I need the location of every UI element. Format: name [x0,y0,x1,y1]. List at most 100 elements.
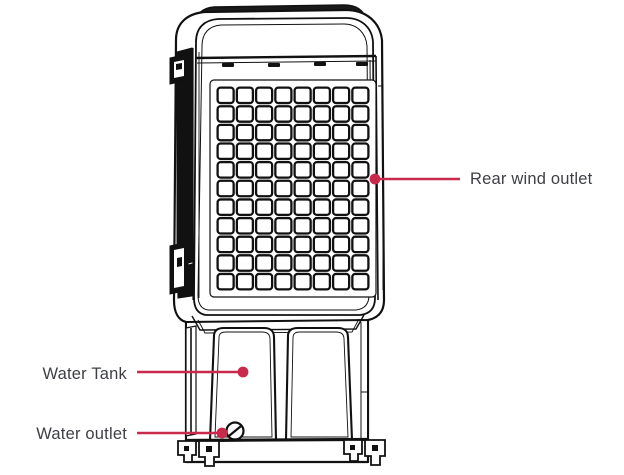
callout-label-rear-wind-outlet: Rear wind outlet [470,170,593,188]
grille-cell [331,123,351,142]
grille-cell [254,142,274,161]
side-panel [176,47,193,267]
grille-cell [312,198,332,217]
grille-cell [351,123,370,142]
grille-cell [293,179,312,198]
grille-cell [351,142,370,161]
grille-cell [235,254,255,272]
grille-cell [274,272,293,291]
caster-front-left [177,440,197,463]
grille-cell [351,86,370,105]
grille-cell [254,160,274,179]
grille-cell [293,123,312,142]
grille-cell [216,142,235,161]
grille-cell [293,254,312,272]
base-bottom-rail [185,437,369,442]
grille-cell [351,105,370,123]
water-tank-right-inner [290,331,349,438]
grille-cell [235,160,255,179]
grille-cell [331,142,351,161]
grille-cell [235,235,255,254]
base-bevel-inner [197,318,360,334]
water-tank-left [208,326,278,443]
top-divider-bar [195,54,377,60]
callout-label-water-tank: Water Tank [42,365,127,383]
grille-cell [312,235,332,254]
grille-cell [235,179,255,198]
lower-handle [169,241,189,295]
grille-cell [274,198,293,217]
callout-rear-wind-outlet: Rear wind outlet [369,170,593,188]
grille-cell [274,254,293,272]
grille-cell [274,160,293,179]
grille-cell [216,216,235,235]
grille-cell [216,179,235,198]
caster-rear-right [364,439,386,466]
grille-cell [331,235,351,254]
grille-cell [216,272,235,291]
grille-cell [254,123,274,142]
grille-cell [312,123,332,142]
grille-cell [351,272,370,291]
callout-water-tank: Water Tank [42,365,249,383]
grille-cell [254,105,274,123]
grille-cell [331,86,351,105]
grille-cell [331,105,351,123]
grille-cell [254,198,274,217]
grille-cell [254,179,274,198]
grille-cell [235,142,255,161]
grille-cell [274,123,293,142]
drain-valve-icon [225,421,245,441]
grille-cell [235,105,255,123]
grille-cell [235,216,255,235]
grille-cell [293,142,312,161]
grille-cell [293,86,312,105]
water-tank-left-inner [214,331,273,438]
grille-cell [216,198,235,217]
grille-cell [312,216,332,235]
base-assembly [177,314,386,467]
grille-cell [331,179,351,198]
grille-cell [235,123,255,142]
top-divider-bar-shadow [196,60,377,64]
grille-cell [274,216,293,235]
water-tank-right [284,326,354,442]
grille-cell [312,142,332,161]
grille-cell [331,198,351,217]
grille-cell [216,105,235,123]
callout-label-water-outlet: Water outlet [36,425,127,443]
grille-cell [351,198,370,217]
grille-cell [312,272,332,291]
casters [177,439,386,467]
grille-cell [312,179,332,198]
grille-cell [216,254,235,272]
caster-front-right [343,439,363,462]
grille-cell [351,160,370,179]
grille-cell [293,216,312,235]
grille-cell [331,216,351,235]
base-bevel [191,314,365,331]
grille-cell [331,272,351,291]
callout-marker-dot [369,173,381,185]
grille-cell [351,216,370,235]
grille-cell [312,160,332,179]
callout-marker-dot [216,427,228,439]
grille-cell [351,254,370,272]
grille-cell [216,86,235,105]
grille-cell [274,86,293,105]
callout-marker-dot [237,366,249,378]
grille-cell [351,179,370,198]
grille-cell [312,86,332,105]
grille-cell [235,198,255,217]
grille-cell [331,160,351,179]
grille-cell [254,235,274,254]
rear-wind-outlet-grille [209,79,377,298]
grille-cell [274,235,293,254]
grille-cell [235,86,255,105]
grille-cell [216,123,235,142]
grille-backing-plate [209,79,377,298]
callout-water-outlet: Water outlet [36,425,228,443]
